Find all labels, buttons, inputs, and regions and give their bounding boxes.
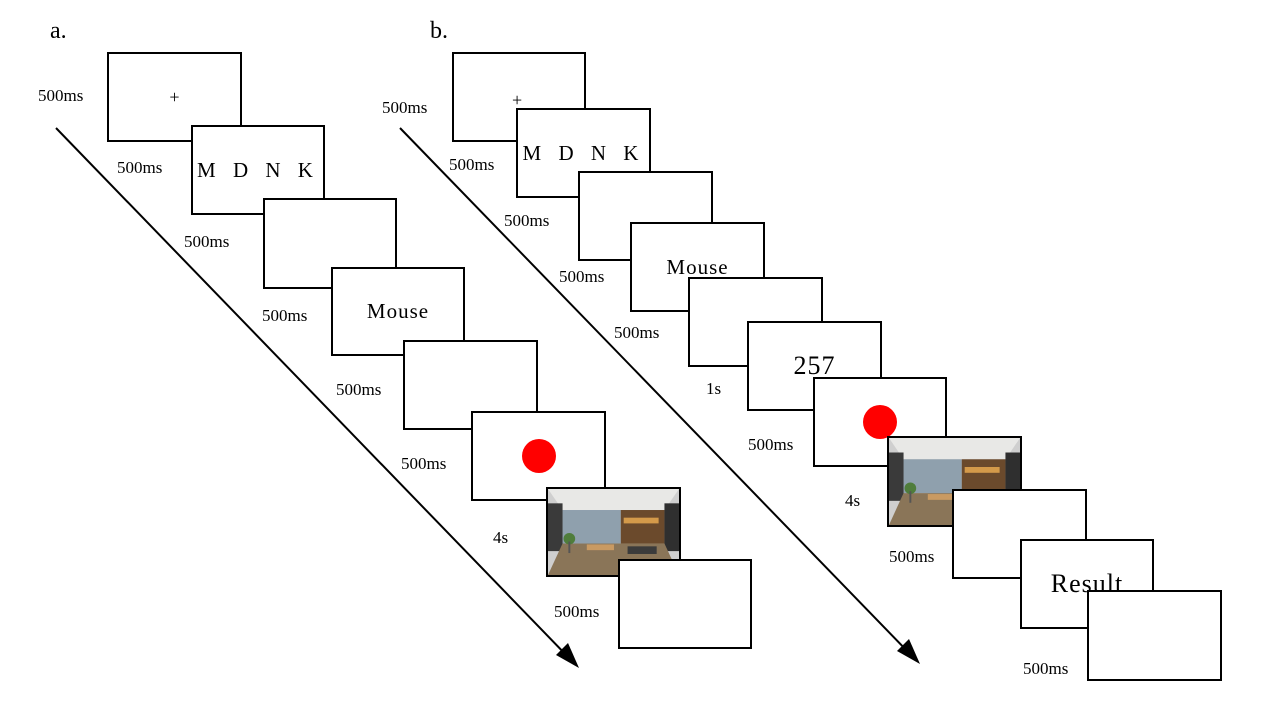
- duration-label: 4s: [845, 491, 861, 510]
- duration-label: 4s: [493, 528, 509, 547]
- duration-label: 500ms: [504, 211, 550, 230]
- probe-word: Mouse: [366, 299, 430, 323]
- duration-label: 500ms: [336, 380, 382, 399]
- letter-string: M D N K: [197, 157, 319, 182]
- fixation-cross: +: [512, 90, 523, 110]
- duration-label: 500ms: [117, 158, 163, 177]
- duration-label: 500ms: [401, 454, 447, 473]
- duration-label: 1s: [706, 379, 722, 398]
- panel-b-final-blank-screen: [1087, 590, 1222, 681]
- panel-a-time-arrow: [55, 127, 572, 661]
- panel-a-arrowhead: [556, 643, 579, 668]
- duration-label: 500ms: [614, 323, 660, 342]
- duration-label: 500ms: [748, 435, 794, 454]
- duration-label: 500ms: [449, 155, 495, 174]
- panel-b-label: b.: [430, 18, 448, 44]
- probe-word: Mouse: [666, 254, 729, 279]
- panel-b-time-arrow: [399, 127, 913, 657]
- duration-label: 500ms: [559, 267, 605, 286]
- panel-a-scene-image: [546, 487, 681, 577]
- duration-label: 500ms: [382, 98, 428, 117]
- fixation-cross: +: [169, 86, 180, 107]
- duration-label: 500ms: [1023, 659, 1069, 678]
- duration-label: 500ms: [262, 306, 308, 325]
- digit-string: 257: [793, 351, 836, 380]
- letter-string: M D N K: [522, 140, 645, 165]
- panel-a-final-blank-screen: [618, 559, 752, 649]
- red-dot-cue: [863, 405, 897, 439]
- duration-label: 500ms: [554, 602, 600, 621]
- duration-label: 500ms: [184, 232, 230, 251]
- panel-a-red-dot-screen: [471, 411, 606, 501]
- panel-b-arrowhead: [897, 639, 920, 664]
- duration-label: 500ms: [38, 86, 84, 105]
- duration-label: 500ms: [889, 547, 935, 566]
- red-dot-cue: [521, 439, 556, 473]
- panel-a-label: a.: [50, 18, 67, 44]
